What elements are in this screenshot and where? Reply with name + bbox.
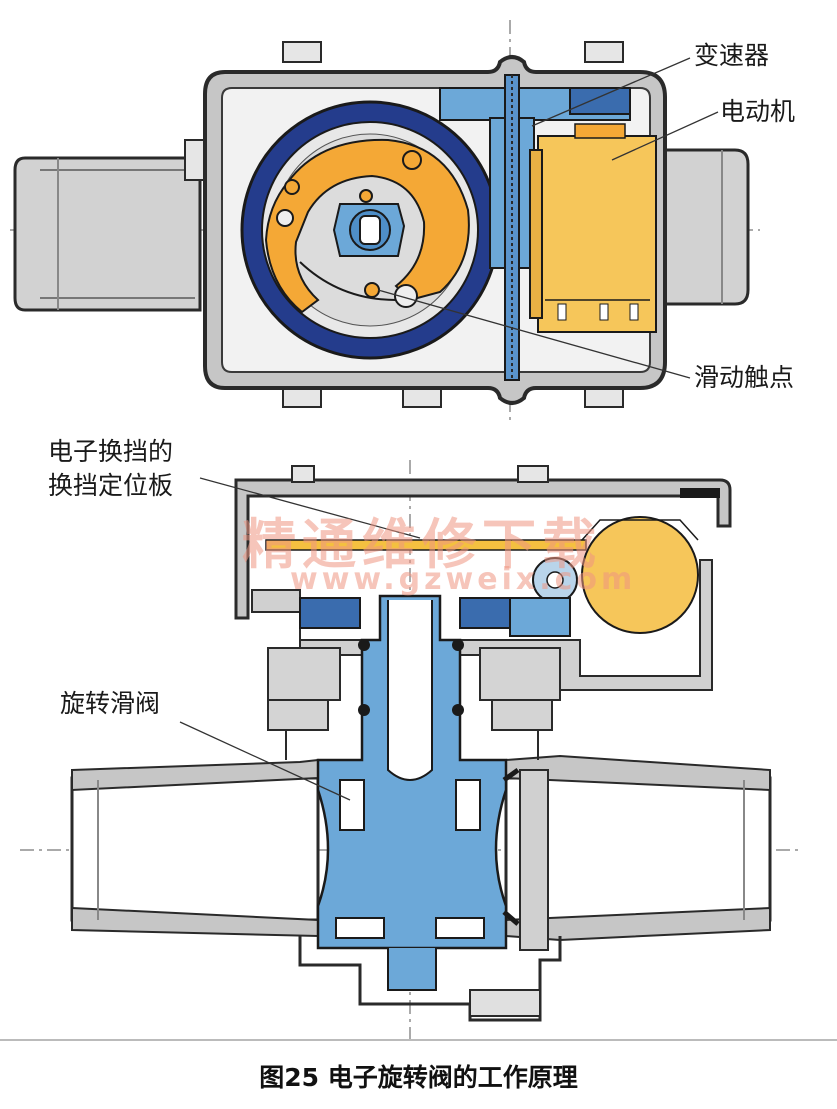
top-motor bbox=[529, 123, 657, 333]
leader-lines-top bbox=[377, 57, 719, 379]
label-detent-plate-line2: 换挡定位板 bbox=[48, 471, 174, 500]
label-sliding-contact: 滑动触点 bbox=[694, 363, 795, 392]
top-mounting-tabs bbox=[184, 41, 624, 408]
watermark-url: www.gzweix.com bbox=[290, 562, 637, 597]
top-right-pipe bbox=[658, 148, 750, 306]
section-view bbox=[20, 460, 800, 1040]
watermark-text: 精通维修下载 bbox=[242, 512, 602, 576]
section-main-pipe bbox=[70, 729, 772, 942]
label-motor: 电动机 bbox=[720, 97, 796, 126]
top-view bbox=[10, 20, 760, 420]
section-cover bbox=[234, 465, 732, 620]
leader-lines-section bbox=[179, 477, 421, 801]
section-bottom-housing bbox=[298, 767, 562, 1022]
section-rotary-valve bbox=[299, 594, 571, 991]
top-left-pipe bbox=[13, 156, 202, 312]
top-valve-disc bbox=[240, 100, 500, 360]
label-rotary-valve: 旋转滑阀 bbox=[60, 689, 161, 718]
section-seals bbox=[358, 639, 464, 716]
figure-caption: 图25 电子旋转阀的工作原理 bbox=[259, 1063, 578, 1092]
label-gearbox: 变速器 bbox=[694, 41, 770, 70]
label-detent-plate-line1: 电子换挡的 bbox=[48, 437, 174, 466]
top-gearbox bbox=[439, 74, 631, 381]
section-detent-plate bbox=[265, 539, 587, 551]
